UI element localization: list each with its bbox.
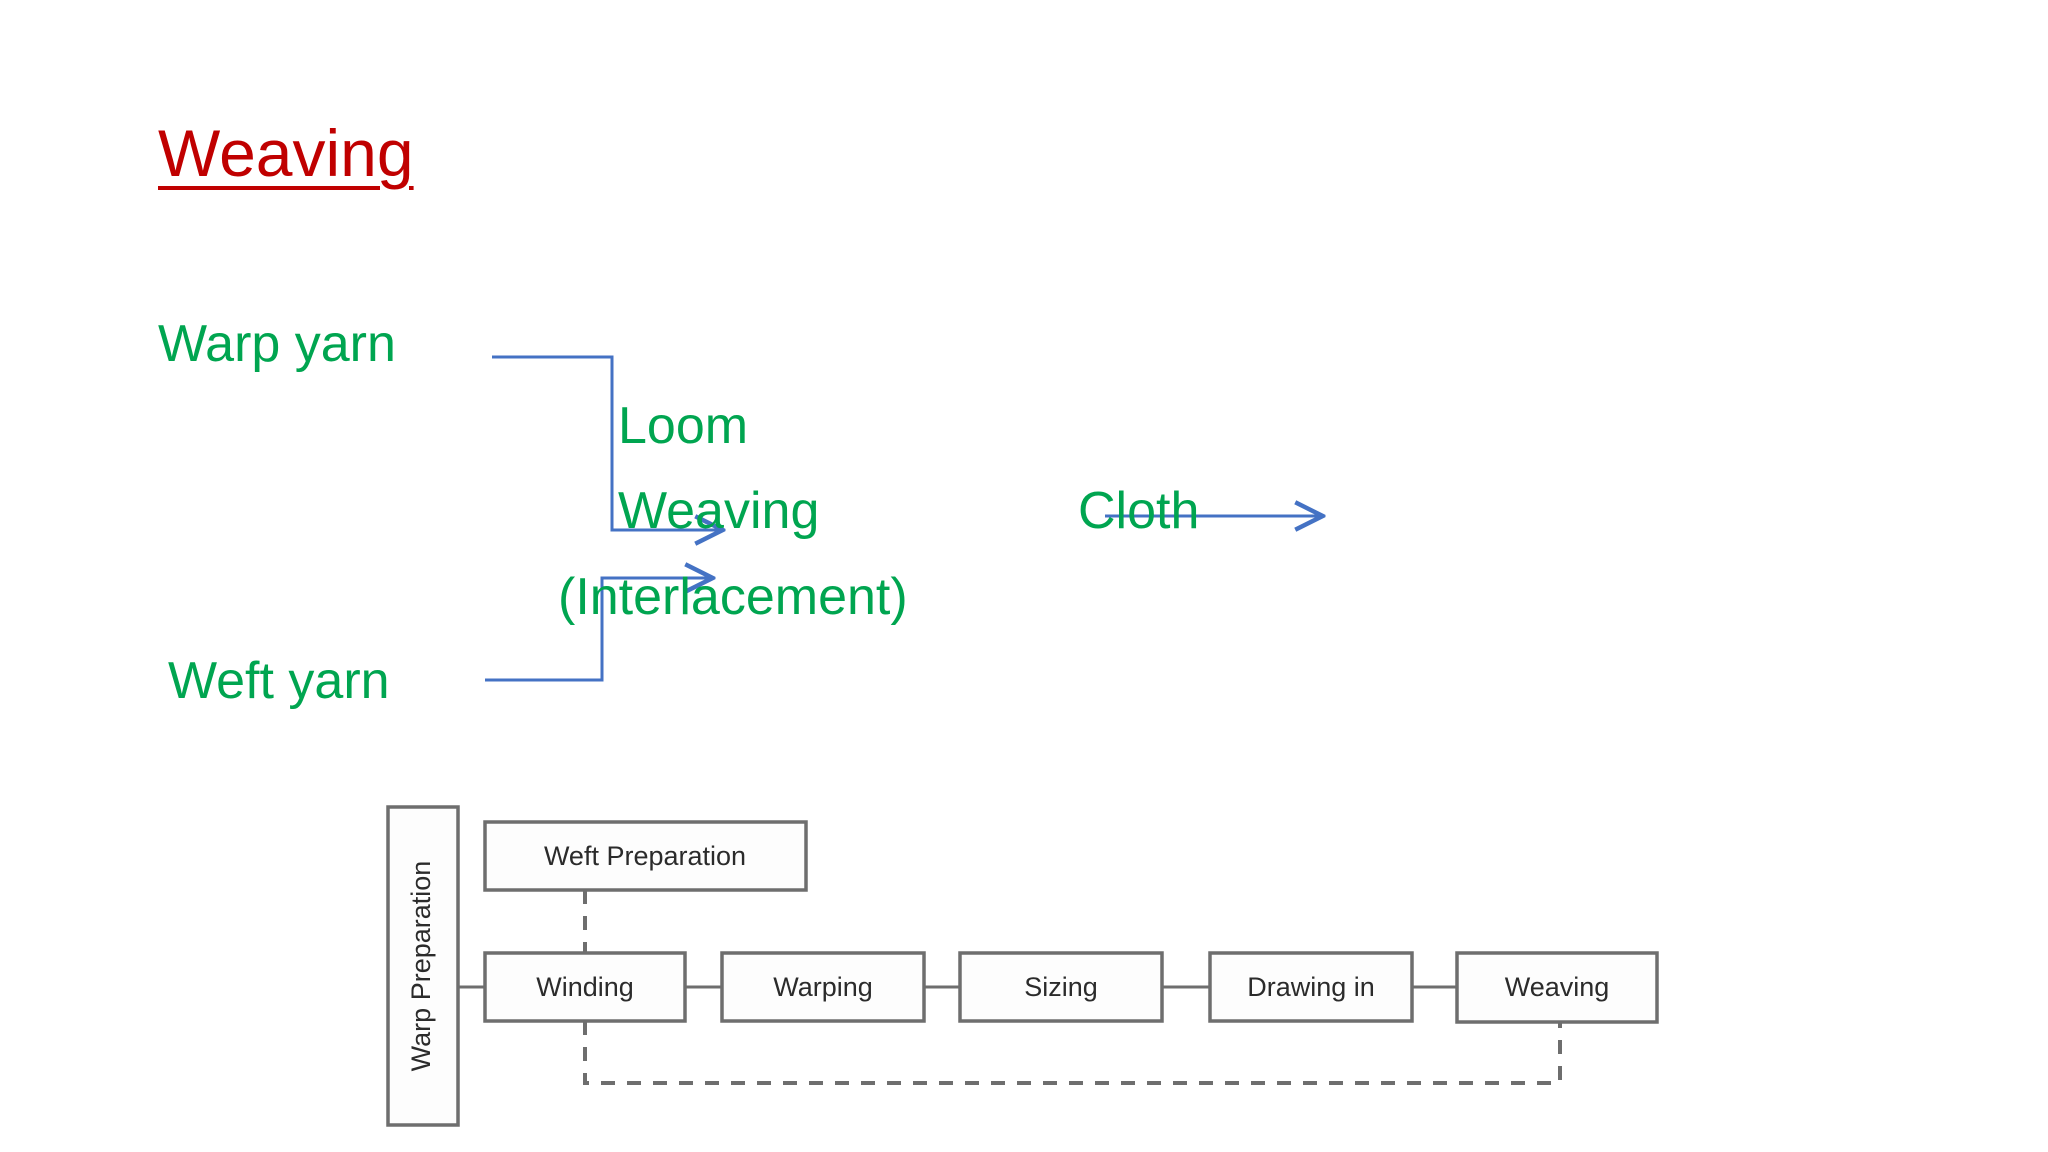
label-cloth: Cloth	[1078, 482, 1200, 540]
label-interlacement: (Interlacement)	[558, 568, 908, 626]
flow-box-warp-preparation	[386, 805, 460, 1127]
label-warp-yarn: Warp yarn	[158, 315, 396, 373]
flow-box-drawing-in-label: Drawing in	[1247, 972, 1375, 1002]
label-weaving: Weaving	[618, 482, 820, 540]
flow-dashed-winding-weaving	[583, 1021, 1562, 1085]
flow-box-winding-label: Winding	[536, 972, 634, 1002]
flow-box-warping-label: Warping	[773, 972, 873, 1002]
flow-box-weft-preparation	[483, 820, 808, 892]
flow-box-sizing-label: Sizing	[1024, 972, 1098, 1002]
label-weft-yarn: Weft yarn	[168, 652, 390, 710]
flow-box-weaving-label: Weaving	[1505, 972, 1610, 1002]
page-title: Weaving	[158, 116, 414, 190]
label-loom: Loom	[618, 397, 749, 455]
flow-box-warping	[720, 951, 926, 1023]
flow-box-sizing	[958, 951, 1164, 1023]
flow-box-warp-preparation-label: Warp Preparation	[406, 861, 436, 1072]
flow-box-weaving	[1455, 951, 1659, 1024]
flow-box-drawing-in	[1208, 951, 1414, 1023]
flow-box-weft-preparation-label: Weft Preparation	[544, 841, 746, 871]
